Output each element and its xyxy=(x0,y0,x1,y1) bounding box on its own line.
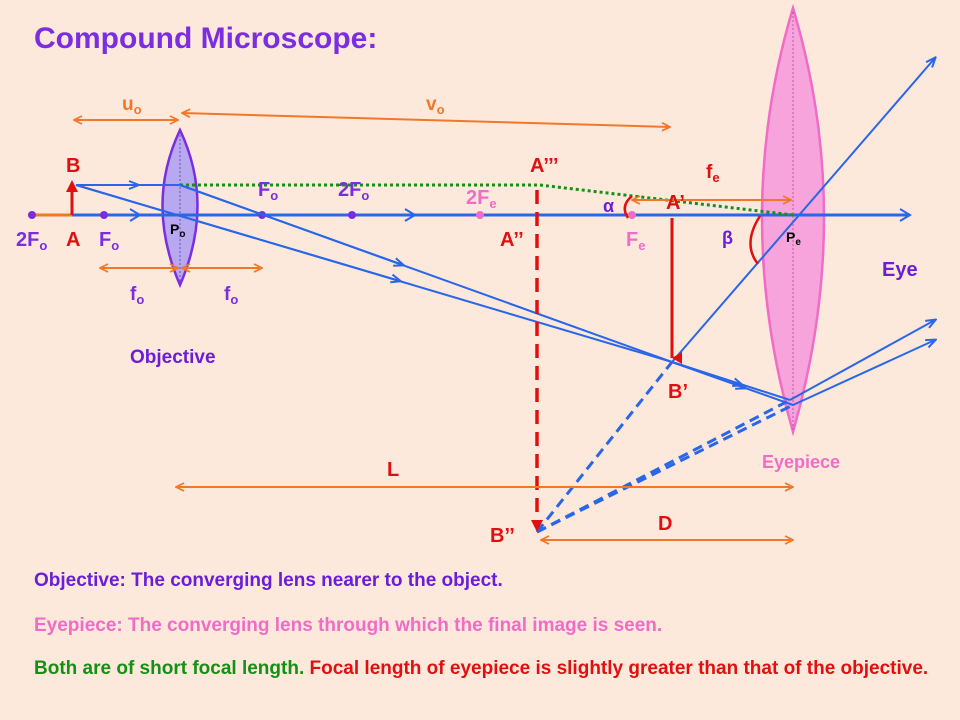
page-title: Compound Microscope: xyxy=(34,22,378,55)
label-b-prime: B’ xyxy=(668,381,688,403)
label-D: D xyxy=(658,513,672,535)
ray-emergent-2 xyxy=(792,340,935,406)
label-2fo-right: 2Fo xyxy=(338,179,369,203)
label-2fe: 2Fe xyxy=(466,187,497,211)
ray-through-center-arrow xyxy=(75,184,400,281)
eyepiece-description: Eyepiece: The converging lens through wh… xyxy=(34,615,663,636)
ray-emergent-1 xyxy=(789,320,935,401)
axis-arrow-1 xyxy=(129,208,142,222)
label-a-double: A’’ xyxy=(500,229,524,251)
focus-dot-fo-left xyxy=(100,211,108,219)
axis-arrow-3 xyxy=(899,208,912,222)
label-po: Po xyxy=(170,221,185,240)
final-image-head xyxy=(531,520,543,532)
ray-to-eyepiece-2-arrow xyxy=(671,361,745,388)
object-arrow-head xyxy=(66,180,78,192)
label-a-triple: A’’’ xyxy=(530,155,559,177)
label-fo-left: Fo xyxy=(99,229,119,253)
label-B: B xyxy=(66,155,80,177)
label-beta: β xyxy=(722,228,733,248)
ray-refracted-focus-arrow xyxy=(179,184,403,265)
virtual-ray-1 xyxy=(535,361,674,533)
label-vo: vo xyxy=(426,94,445,117)
label-fo-len1: fo xyxy=(130,284,144,307)
focal-length-description: Both are of short focal length. Focal le… xyxy=(34,656,934,681)
focus-dot-2fo-right xyxy=(348,211,356,219)
label-alpha: α xyxy=(603,196,614,216)
label-A: A xyxy=(66,229,80,251)
vo-arrow xyxy=(182,113,670,127)
label-eyepiece: Eyepiece xyxy=(762,452,840,472)
focal-greater-note: Focal length of eyepiece is slightly gre… xyxy=(304,658,929,679)
focal-short-note: Both are of short focal length. xyxy=(34,658,305,679)
focus-dot-2fe xyxy=(476,211,484,219)
alpha-arc xyxy=(623,195,633,219)
beta-arc xyxy=(749,215,762,265)
label-objective: Objective xyxy=(130,347,216,368)
label-b-double: B’’ xyxy=(490,525,515,547)
label-2fo-left: 2Fo xyxy=(16,229,47,253)
label-L: L xyxy=(387,459,399,481)
focus-dot-fe xyxy=(628,211,636,219)
focus-dot-2fo-left xyxy=(28,211,36,219)
label-pe: Pe xyxy=(786,229,801,248)
axis-arrow-2 xyxy=(404,208,417,222)
label-uo: uo xyxy=(122,94,142,117)
green-dotted-ray xyxy=(180,183,794,217)
objective-description: Objective: The converging lens nearer to… xyxy=(34,570,503,591)
label-eye: Eye xyxy=(882,259,918,281)
label-fo-right: Fo xyxy=(258,179,278,203)
label-fe-length: fe xyxy=(706,162,720,185)
label-a-prime: A’ xyxy=(666,192,685,214)
label-fe-focus: Fe xyxy=(626,229,645,253)
ray-eyepiece-center xyxy=(671,58,935,363)
label-fo-len2: fo xyxy=(224,284,238,307)
